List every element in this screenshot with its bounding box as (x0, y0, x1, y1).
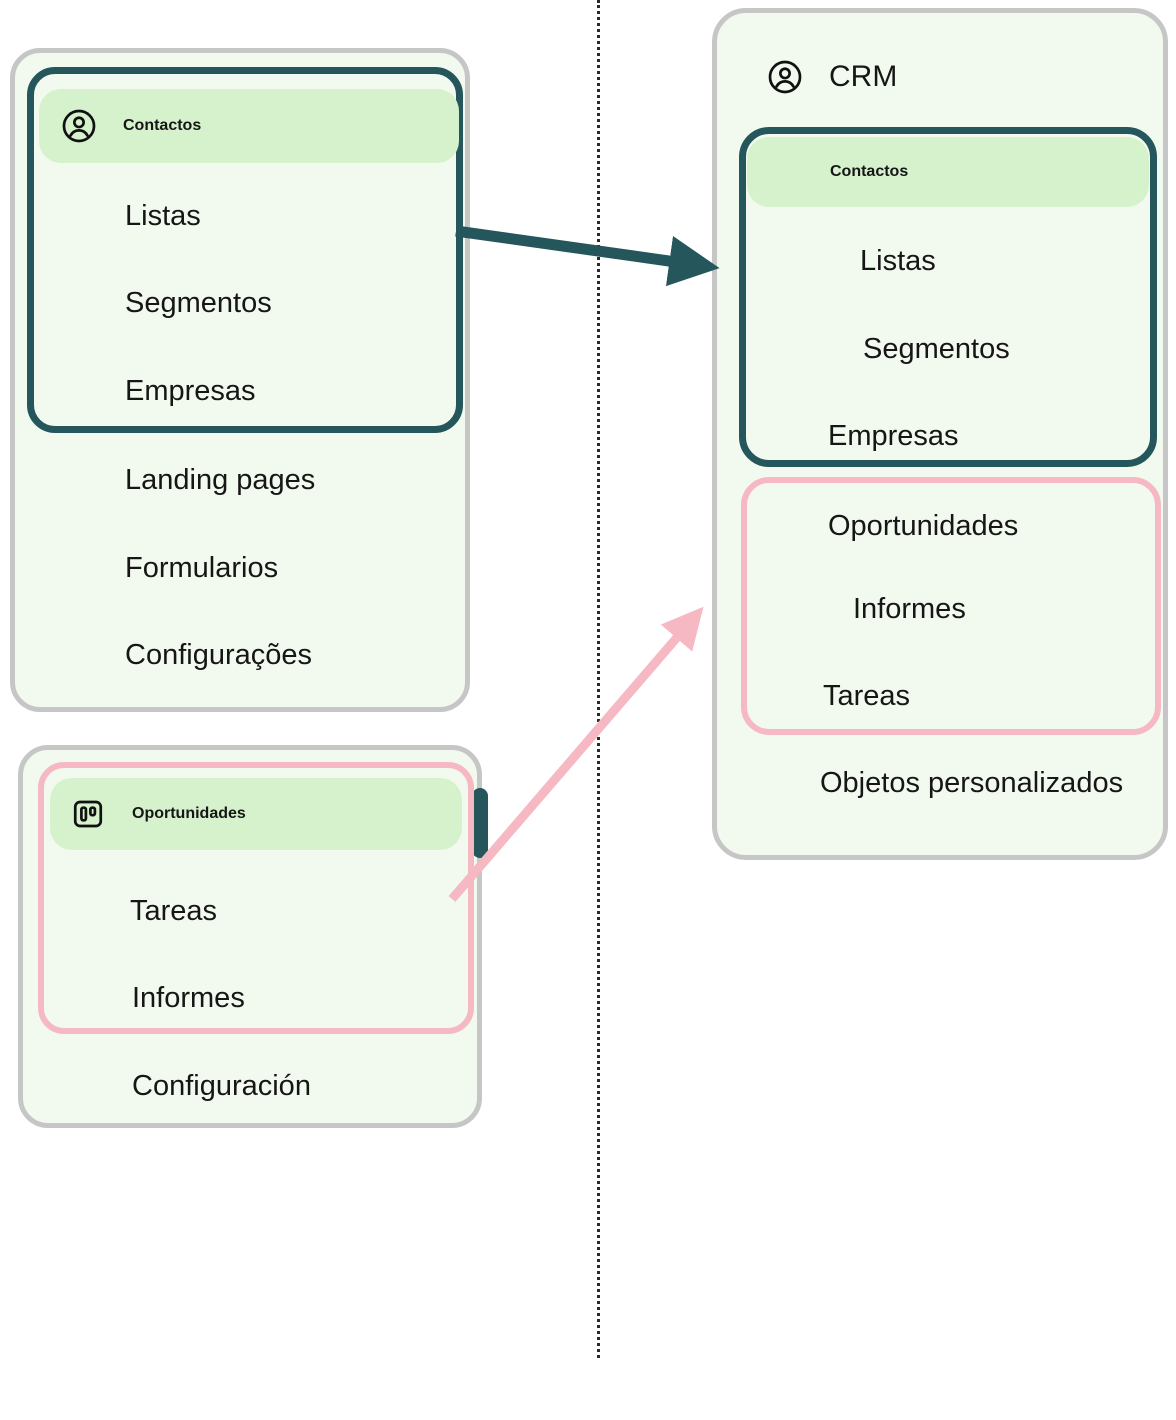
menu-item-listas-right[interactable]: Listas (860, 231, 936, 291)
menu-item-listas[interactable]: Listas (125, 186, 201, 246)
menu-item-label: Oportunidades (828, 509, 1019, 542)
menu-item-segmentos[interactable]: Segmentos (125, 273, 272, 333)
menu-item-formularios[interactable]: Formularios (125, 538, 278, 598)
menu-item-label: Informes (853, 592, 966, 625)
teal-migration-arrow (455, 225, 720, 287)
menu-item-label: Oportunidades (132, 805, 246, 822)
menu-item-informes[interactable]: Informes (132, 968, 245, 1028)
menu-item-contactos[interactable]: Contactos (39, 89, 459, 163)
menu-item-tareas[interactable]: Tareas (130, 881, 217, 941)
left-contacts-menu-card: Contactos Listas Segmentos Empresas Land… (10, 48, 470, 712)
vertical-dotted-divider (597, 0, 600, 1358)
menu-item-label: Landing pages (125, 463, 316, 496)
menu-item-label: Empresas (125, 374, 256, 407)
menu-item-segmentos-right[interactable]: Segmentos (863, 319, 1010, 379)
menu-item-label: Segmentos (125, 286, 272, 319)
menu-item-configuracion[interactable]: Configuración (132, 1056, 311, 1116)
menu-item-label: Tareas (823, 679, 911, 712)
menu-item-label: Tareas (130, 894, 218, 927)
left-opportunities-menu-card: Oportunidades Tareas Informes Configurac… (18, 745, 488, 1128)
menu-item-label: Contactos (830, 163, 909, 180)
menu-item-label: Objetos personalizados (820, 767, 1124, 799)
menu-item-informes-right[interactable]: Informes (853, 579, 966, 639)
menu-item-landing-pages[interactable]: Landing pages (125, 450, 315, 510)
teal-accent-fragment (472, 788, 488, 858)
menu-item-label: Listas (860, 244, 936, 277)
menu-item-configuracoes[interactable]: Configurações (125, 625, 312, 685)
menu-item-label: Listas (125, 199, 201, 232)
menu-item-tareas-right[interactable]: Tareas (823, 666, 910, 726)
menu-item-label: Formularios (125, 551, 279, 584)
menu-item-empresas[interactable]: Empresas (125, 361, 256, 421)
menu-item-contactos-right[interactable]: Contactos (747, 137, 1149, 207)
pink-migration-arrow (448, 606, 704, 902)
opportunities-group-outline-right (741, 477, 1161, 735)
crm-header-label: CRM (829, 60, 898, 93)
menu-item-label: Informes (132, 981, 245, 1014)
menu-item-label: Contactos (123, 117, 202, 134)
menu-item-oportunidades-right[interactable]: Oportunidades (828, 496, 1018, 556)
menu-item-objetos-personalizados[interactable]: Objetos personalizados (820, 759, 1130, 808)
person-circle-icon (767, 59, 803, 95)
menu-item-oportunidades[interactable]: Oportunidades (50, 778, 462, 850)
person-circle-icon (61, 108, 97, 144)
kanban-card-icon (70, 796, 106, 832)
contacts-group-outline-right (739, 127, 1157, 467)
right-crm-menu-card: CRM Contactos Listas Segmentos Empresas … (712, 8, 1168, 860)
menu-item-label: Configurações (125, 638, 312, 671)
menu-item-empresas-right[interactable]: Empresas (828, 406, 959, 466)
menu-item-label: Empresas (828, 419, 959, 452)
menu-item-label: Configuración (132, 1069, 311, 1102)
crm-header: CRM (767, 47, 897, 107)
menu-item-label: Segmentos (863, 332, 1010, 365)
